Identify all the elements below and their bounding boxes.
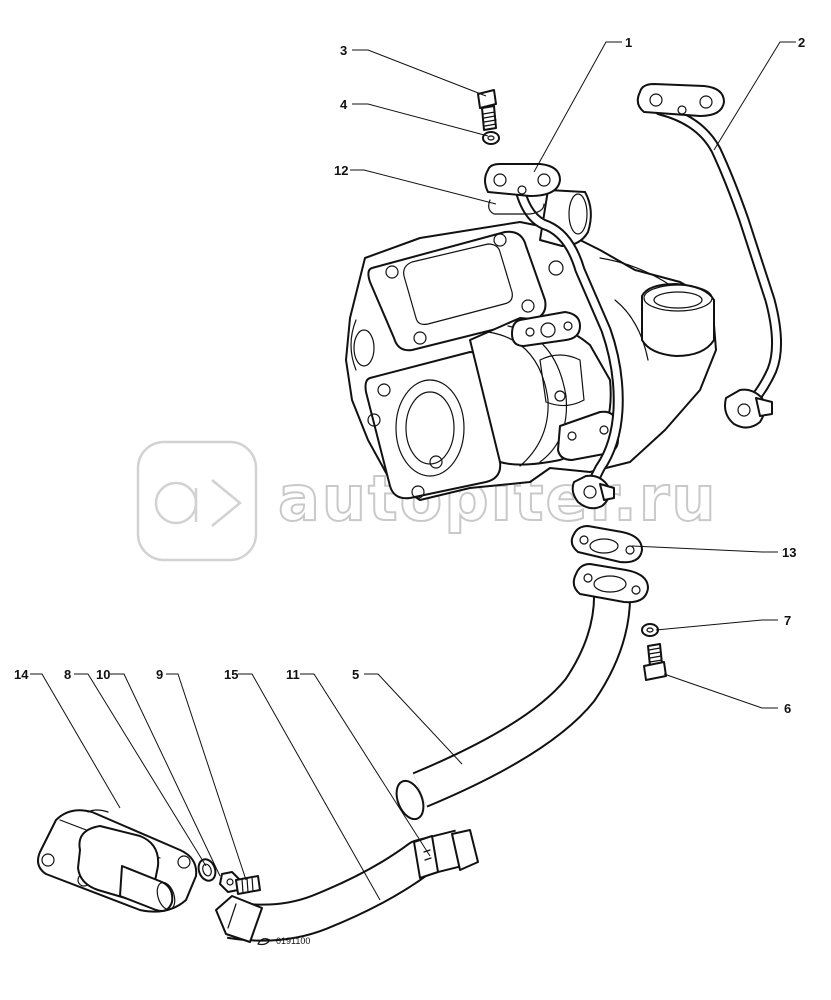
return-pipe-15 [215, 829, 479, 943]
oil-feed-pipe-with-flange [484, 163, 624, 510]
flange-adapter-14 [37, 809, 198, 913]
callout-10: 10 [96, 667, 110, 682]
oil-drain-pipe-5 [395, 563, 649, 821]
callout-8: 8 [64, 667, 71, 682]
bolt-3 [477, 89, 497, 131]
callout-5: 5 [352, 667, 359, 682]
callout-1: 1 [625, 35, 632, 50]
callout-2: 2 [798, 35, 805, 50]
callout-numbers: 3 4 12 1 2 13 7 6 5 11 15 9 10 8 14 [14, 35, 805, 716]
washer-4 [482, 131, 500, 145]
reference-code-tag: 0191100 [257, 936, 310, 946]
callout-7: 7 [784, 613, 791, 628]
hose-clamp-11 [413, 835, 439, 879]
callout-4: 4 [340, 97, 348, 112]
stud-9 [235, 875, 261, 895]
bolt-6 [643, 643, 667, 681]
callout-12: 12 [334, 163, 348, 178]
oil-pipe-right [636, 83, 783, 429]
callout-14: 14 [14, 667, 29, 682]
gasket-13 [570, 525, 643, 564]
callout-6: 6 [784, 701, 791, 716]
reference-code: 0191100 [276, 936, 310, 946]
callout-11: 11 [286, 667, 300, 682]
turbocharger [345, 189, 717, 501]
callout-15: 15 [224, 667, 238, 682]
leader-lines [30, 41, 796, 901]
callout-13: 13 [782, 545, 796, 560]
o-ring-8 [197, 858, 217, 882]
callout-9: 9 [156, 667, 163, 682]
washer-7 [641, 623, 659, 637]
callout-3: 3 [340, 43, 347, 58]
watermark-logo [136, 440, 258, 562]
